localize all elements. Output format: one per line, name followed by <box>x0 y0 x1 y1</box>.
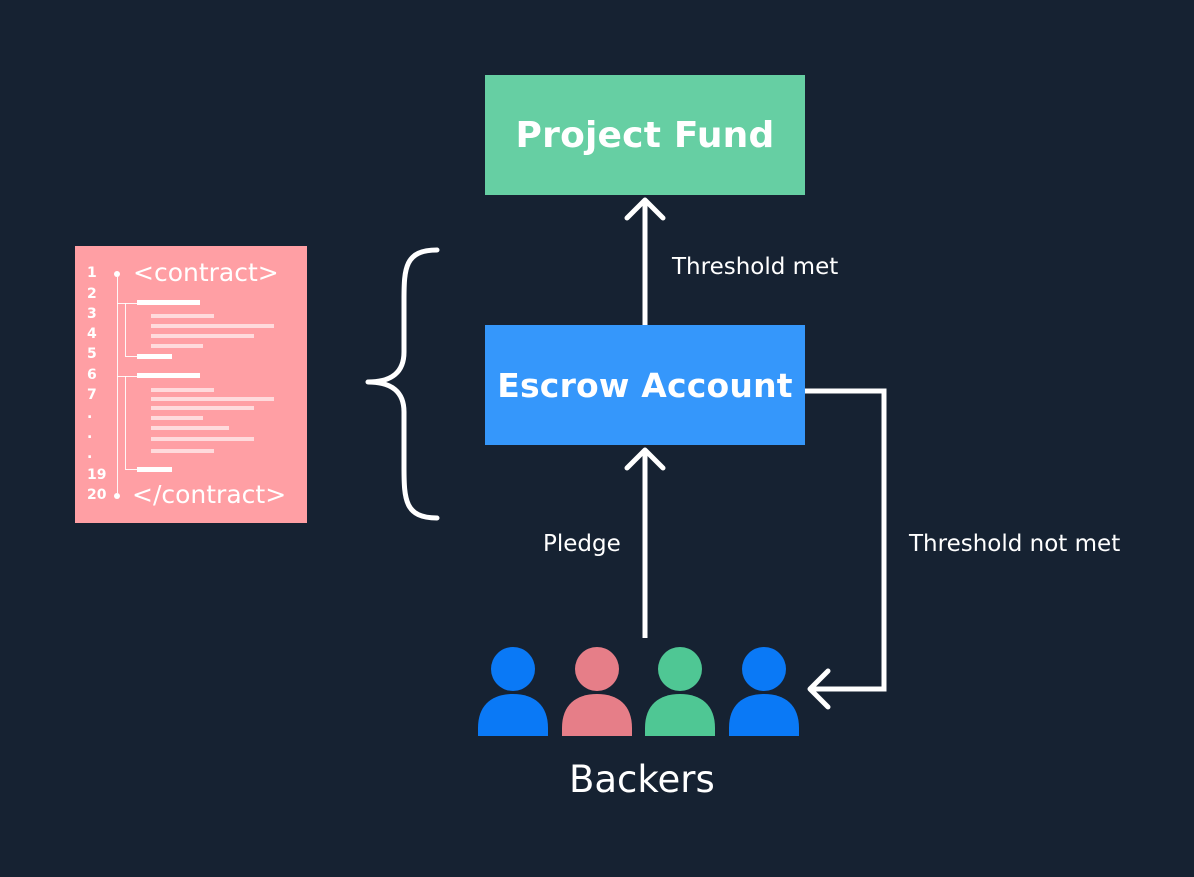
tree-node-dot <box>114 493 120 499</box>
tree-branch-line <box>125 469 137 470</box>
line-number: 5 <box>87 346 97 362</box>
project-fund-node: Project Fund <box>485 75 805 195</box>
tree-sub-line <box>125 376 126 469</box>
code-line-bar <box>151 344 203 348</box>
code-line-bar <box>137 300 200 305</box>
backer-person-icon <box>478 647 548 736</box>
line-number: 6 <box>87 367 97 383</box>
code-line-bar <box>151 314 214 318</box>
code-line-bar <box>151 437 254 441</box>
code-line-bar <box>151 406 254 410</box>
line-number: 19 <box>87 467 107 483</box>
escrow-account-node: Escrow Account <box>485 325 805 445</box>
tree-branch-line <box>117 376 137 377</box>
backer-person-icon <box>729 647 799 736</box>
code-line-bar <box>151 416 203 420</box>
backer-person-icon <box>562 647 632 736</box>
tree-sub-line <box>125 303 126 356</box>
contract-close-tag: </contract> <box>132 480 287 509</box>
line-number: 7 <box>87 387 97 403</box>
tree-node-dot <box>114 271 120 277</box>
code-line-bar <box>151 426 229 430</box>
tree-branch-line <box>117 303 137 304</box>
line-number: 1 <box>87 265 97 281</box>
line-number: 2 <box>87 286 97 302</box>
code-line-bar <box>137 373 200 378</box>
line-number: 3 <box>87 306 97 322</box>
line-number: . <box>87 406 93 422</box>
code-line-bar <box>151 334 254 338</box>
code-line-bar <box>151 449 214 453</box>
code-line-bar <box>151 324 274 328</box>
code-line-bar <box>151 397 274 401</box>
code-line-bar <box>137 467 172 472</box>
arrowhead-up-icon <box>624 197 666 221</box>
smart-contract-document: 1 2 3 4 5 6 7 . . . 19 20 <contract> </c… <box>75 246 307 523</box>
threshold-not-met-arrow-line <box>805 388 887 692</box>
code-line-bar <box>137 354 172 359</box>
arrowhead-up-icon <box>624 447 666 471</box>
threshold-met-label: Threshold met <box>672 254 839 280</box>
arrowhead-left-icon <box>807 668 831 710</box>
line-number: . <box>87 426 93 442</box>
contract-open-tag: <contract> <box>133 258 279 287</box>
tree-trunk-line <box>117 277 118 493</box>
code-line-bar <box>151 388 214 392</box>
line-number: 20 <box>87 487 107 503</box>
line-number: . <box>87 446 93 462</box>
line-number: 4 <box>87 326 97 342</box>
tree-branch-line <box>125 356 137 357</box>
threshold-not-met-label: Threshold not met <box>909 531 1121 557</box>
pledge-label: Pledge <box>543 531 621 557</box>
backer-person-icon <box>645 647 715 736</box>
curly-brace <box>365 247 440 521</box>
backers-label: Backers <box>569 758 715 801</box>
